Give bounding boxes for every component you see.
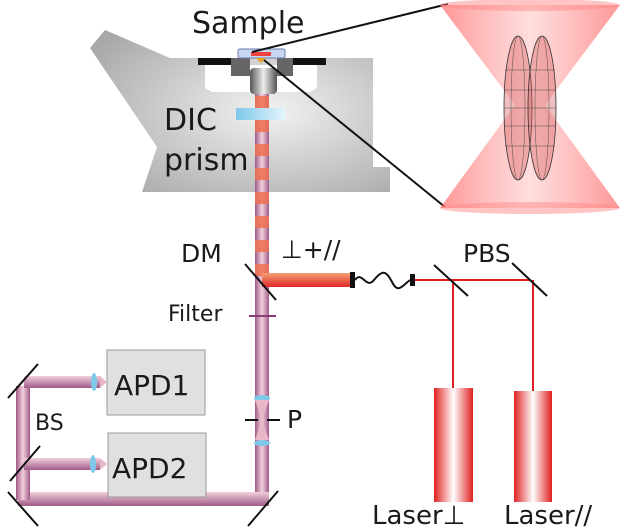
laser-perp-label: Laser⊥ [372, 501, 465, 528]
objective-lens [250, 68, 277, 94]
left-beam [16, 386, 30, 500]
beam-splitter [9, 445, 41, 482]
pinhole-label: P [287, 405, 302, 434]
lens-lower [254, 440, 270, 446]
bs-label: BS [35, 411, 64, 436]
apd1-lens [91, 373, 97, 391]
excitation-beam-stripes [255, 94, 269, 280]
lens-upper [254, 395, 270, 401]
apd2-lens [90, 455, 96, 473]
apd2-beam-tip [100, 458, 107, 470]
fiber-connector-left [350, 272, 355, 288]
dichroic-mirror [244, 263, 277, 301]
pbs-mirror [433, 264, 469, 297]
fiber-connector-right [410, 274, 415, 286]
inset-pointer-top [251, 3, 449, 53]
apd1-beam-tip [100, 376, 107, 388]
pbs-label: PBS [463, 239, 511, 268]
focus-cone [255, 400, 269, 440]
apd2-box [107, 432, 207, 498]
mirror-bottom-left [7, 491, 39, 527]
filter-label: Filter [168, 302, 223, 327]
dm-label: DM [181, 239, 222, 268]
optical-fiber [354, 271, 411, 290]
laser-par-label: Laser// [504, 501, 592, 528]
sample-label: Sample [192, 6, 305, 41]
polarization-label: ⊥+// [281, 235, 341, 264]
dic-prism [236, 108, 286, 120]
dic-prism-label-2: prism [164, 143, 249, 178]
apd2-beam [24, 458, 100, 470]
apd1-box [106, 349, 206, 416]
excitation-beam-horizontal [262, 273, 352, 287]
mirror-laser-par [511, 262, 548, 297]
apd1-label: APD1 [114, 369, 189, 402]
laser-par [514, 391, 552, 502]
apd1-beam [24, 376, 100, 388]
mirror-top-left [7, 363, 39, 399]
sample-stage [198, 58, 326, 76]
apd2-label: APD2 [112, 452, 187, 485]
laser-perp [434, 388, 473, 502]
inset-pointer-bottom [263, 59, 446, 208]
dic-prism-label-1: DIC [164, 103, 217, 138]
mirror-bottom-right [247, 490, 279, 527]
focal-volume-inset [440, 0, 620, 214]
